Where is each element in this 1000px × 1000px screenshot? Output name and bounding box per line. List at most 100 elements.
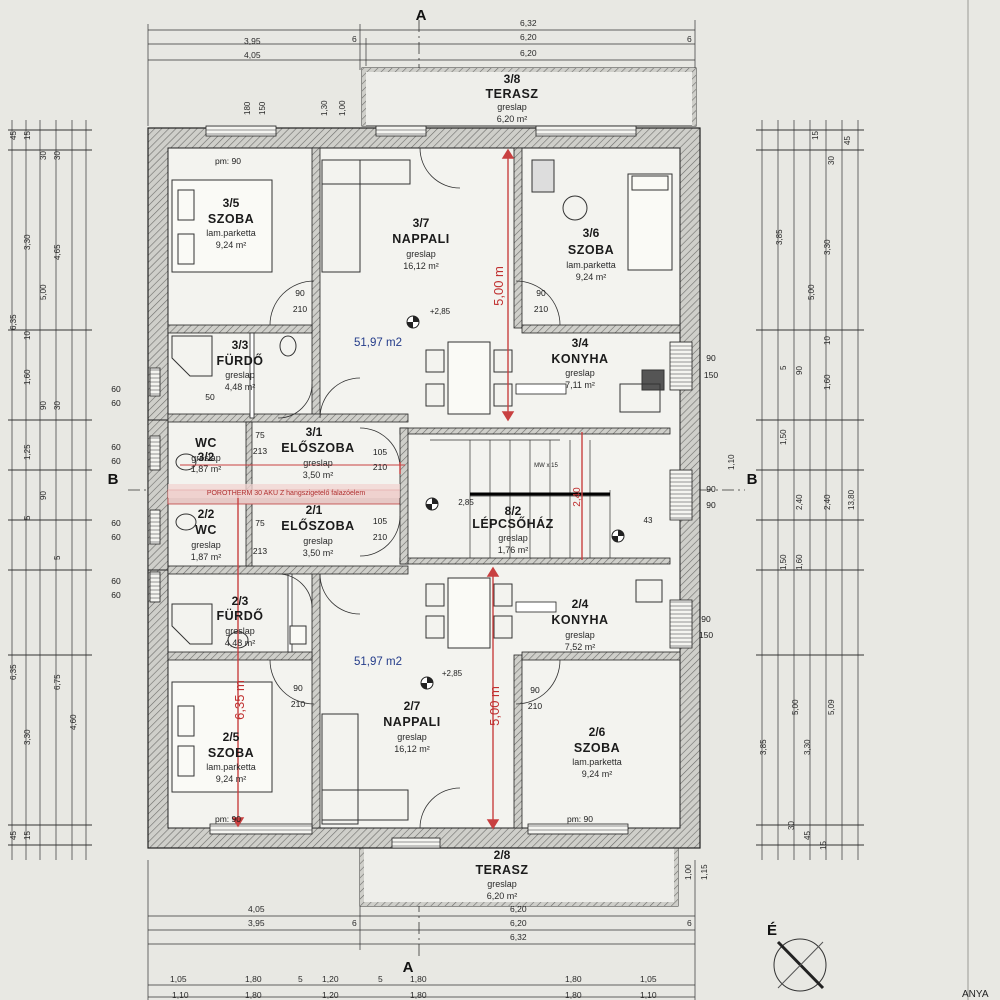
svg-text:+2,85: +2,85 <box>442 669 463 678</box>
svg-text:lam.parketta: lam.parketta <box>206 762 256 772</box>
room-3-3: 3/3 FÜRDŐ greslap 4,48 m² <box>217 338 264 392</box>
svg-text:1,80: 1,80 <box>245 990 262 1000</box>
svg-text:1,10: 1,10 <box>640 990 657 1000</box>
svg-text:lam.parketta: lam.parketta <box>566 260 616 270</box>
svg-text:1,87 m²: 1,87 m² <box>191 552 222 562</box>
svg-text:4,65: 4,65 <box>53 244 62 260</box>
svg-text:9,24 m²: 9,24 m² <box>582 769 613 779</box>
svg-text:2/3: 2/3 <box>232 594 249 608</box>
level-markers: +2,85 2,85 +2,85 43 <box>406 307 653 690</box>
svg-text:1,50: 1,50 <box>779 554 788 570</box>
svg-text:45: 45 <box>843 136 852 145</box>
svg-text:1,80: 1,80 <box>410 974 427 984</box>
svg-text:TERASZ: TERASZ <box>476 863 529 877</box>
svg-text:4,60: 4,60 <box>69 714 78 730</box>
svg-text:6: 6 <box>352 918 357 928</box>
svg-text:75: 75 <box>255 518 265 528</box>
svg-text:1,80: 1,80 <box>565 974 582 984</box>
svg-text:3/7: 3/7 <box>413 216 430 230</box>
svg-text:1,80: 1,80 <box>410 990 427 1000</box>
svg-text:5: 5 <box>23 515 32 520</box>
svg-text:1,60: 1,60 <box>795 554 804 570</box>
dimension-text-right: 15 45 30 3,85 3,30 5,00 10 90 5 1,60 1,5… <box>727 131 856 850</box>
svg-text:3/1: 3/1 <box>306 425 323 439</box>
svg-text:5,00: 5,00 <box>791 699 800 715</box>
svg-text:10: 10 <box>823 336 832 345</box>
svg-text:90: 90 <box>706 500 716 510</box>
svg-text:50: 50 <box>205 392 215 402</box>
svg-text:1,05: 1,05 <box>640 974 657 984</box>
room-3-2: 3/2 WC greslap 1,87 m² <box>191 436 222 474</box>
axis-label-top: A <box>416 7 427 24</box>
svg-text:6,32: 6,32 <box>520 18 537 28</box>
svg-text:60: 60 <box>111 456 121 466</box>
svg-text:pm: 90: pm: 90 <box>567 814 593 824</box>
svg-text:8/2: 8/2 <box>505 504 522 518</box>
svg-text:1,50: 1,50 <box>779 429 788 445</box>
svg-text:greslap: greslap <box>225 370 255 380</box>
svg-text:30: 30 <box>39 151 48 160</box>
svg-text:3,30: 3,30 <box>23 729 32 745</box>
svg-text:TERASZ: TERASZ <box>486 87 539 101</box>
svg-text:4,48 m²: 4,48 m² <box>225 638 256 648</box>
svg-text:SZOBA: SZOBA <box>568 243 614 257</box>
furniture <box>171 159 673 825</box>
svg-text:13,80: 13,80 <box>847 489 856 510</box>
svg-text:3/5: 3/5 <box>223 196 240 210</box>
svg-text:6,20 m²: 6,20 m² <box>487 891 518 901</box>
svg-text:30: 30 <box>53 151 62 160</box>
svg-text:210: 210 <box>373 532 387 542</box>
door-dimensions: 90 210 90 210 90 210 90 210 75 213 75 21… <box>111 156 718 824</box>
dimension-chains-bottom <box>147 860 696 1000</box>
svg-text:45: 45 <box>803 831 812 840</box>
svg-text:2/1: 2/1 <box>306 503 323 517</box>
axis-markers: A A B B <box>108 7 758 976</box>
svg-text:3/3: 3/3 <box>232 338 249 352</box>
svg-text:90: 90 <box>530 685 540 695</box>
svg-text:60: 60 <box>111 384 121 394</box>
apartment-area-lower: 51,97 m2 <box>354 656 402 668</box>
room-3-7: 3/7 NAPPALI greslap 16,12 m² <box>392 216 449 271</box>
svg-text:60: 60 <box>111 532 121 542</box>
svg-text:3/6: 3/6 <box>583 226 600 240</box>
svg-text:6,20 m²: 6,20 m² <box>497 114 528 124</box>
svg-text:1,80: 1,80 <box>565 990 582 1000</box>
svg-text:75: 75 <box>255 430 265 440</box>
svg-text:180: 180 <box>243 101 252 115</box>
svg-text:FÜRDŐ: FÜRDŐ <box>217 353 264 368</box>
svg-text:210: 210 <box>373 462 387 472</box>
svg-text:greslap: greslap <box>303 458 333 468</box>
svg-text:SZOBA: SZOBA <box>208 212 254 226</box>
room-3-4: 3/4 KONYHA greslap 7,11 m² <box>551 336 608 390</box>
wall-note-band <box>168 484 400 498</box>
svg-text:150: 150 <box>704 370 718 380</box>
svg-text:1,05: 1,05 <box>170 974 187 984</box>
svg-text:90: 90 <box>536 288 546 298</box>
svg-text:213: 213 <box>253 546 267 556</box>
svg-text:KONYHA: KONYHA <box>551 613 608 627</box>
svg-text:1,00: 1,00 <box>684 864 693 880</box>
terrace-top <box>361 67 697 127</box>
svg-text:greslap: greslap <box>191 453 221 463</box>
svg-text:1,80: 1,80 <box>245 974 262 984</box>
svg-text:5: 5 <box>298 974 303 984</box>
svg-text:2/8: 2/8 <box>494 848 511 862</box>
svg-text:5: 5 <box>378 974 383 984</box>
room-2-3: 2/3 FÜRDŐ greslap 4,48 m² <box>217 594 263 648</box>
svg-text:10: 10 <box>23 331 32 340</box>
svg-text:1,20: 1,20 <box>322 974 339 984</box>
svg-text:15: 15 <box>23 831 32 840</box>
svg-text:60: 60 <box>111 442 121 452</box>
svg-text:16,12 m²: 16,12 m² <box>403 261 439 271</box>
svg-text:30: 30 <box>787 821 796 830</box>
svg-text:greslap: greslap <box>225 626 255 636</box>
axis-label-right: B <box>747 471 758 488</box>
svg-text:greslap: greslap <box>487 879 517 889</box>
svg-text:1,60: 1,60 <box>23 369 32 385</box>
axis-label-left: B <box>108 471 119 488</box>
svg-text:30: 30 <box>827 156 836 165</box>
room-3-5: 3/5 SZOBA lam.parketta 9,24 m² <box>206 196 256 250</box>
svg-text:5: 5 <box>779 365 788 370</box>
svg-text:3,95: 3,95 <box>244 36 261 46</box>
windows <box>149 125 693 849</box>
